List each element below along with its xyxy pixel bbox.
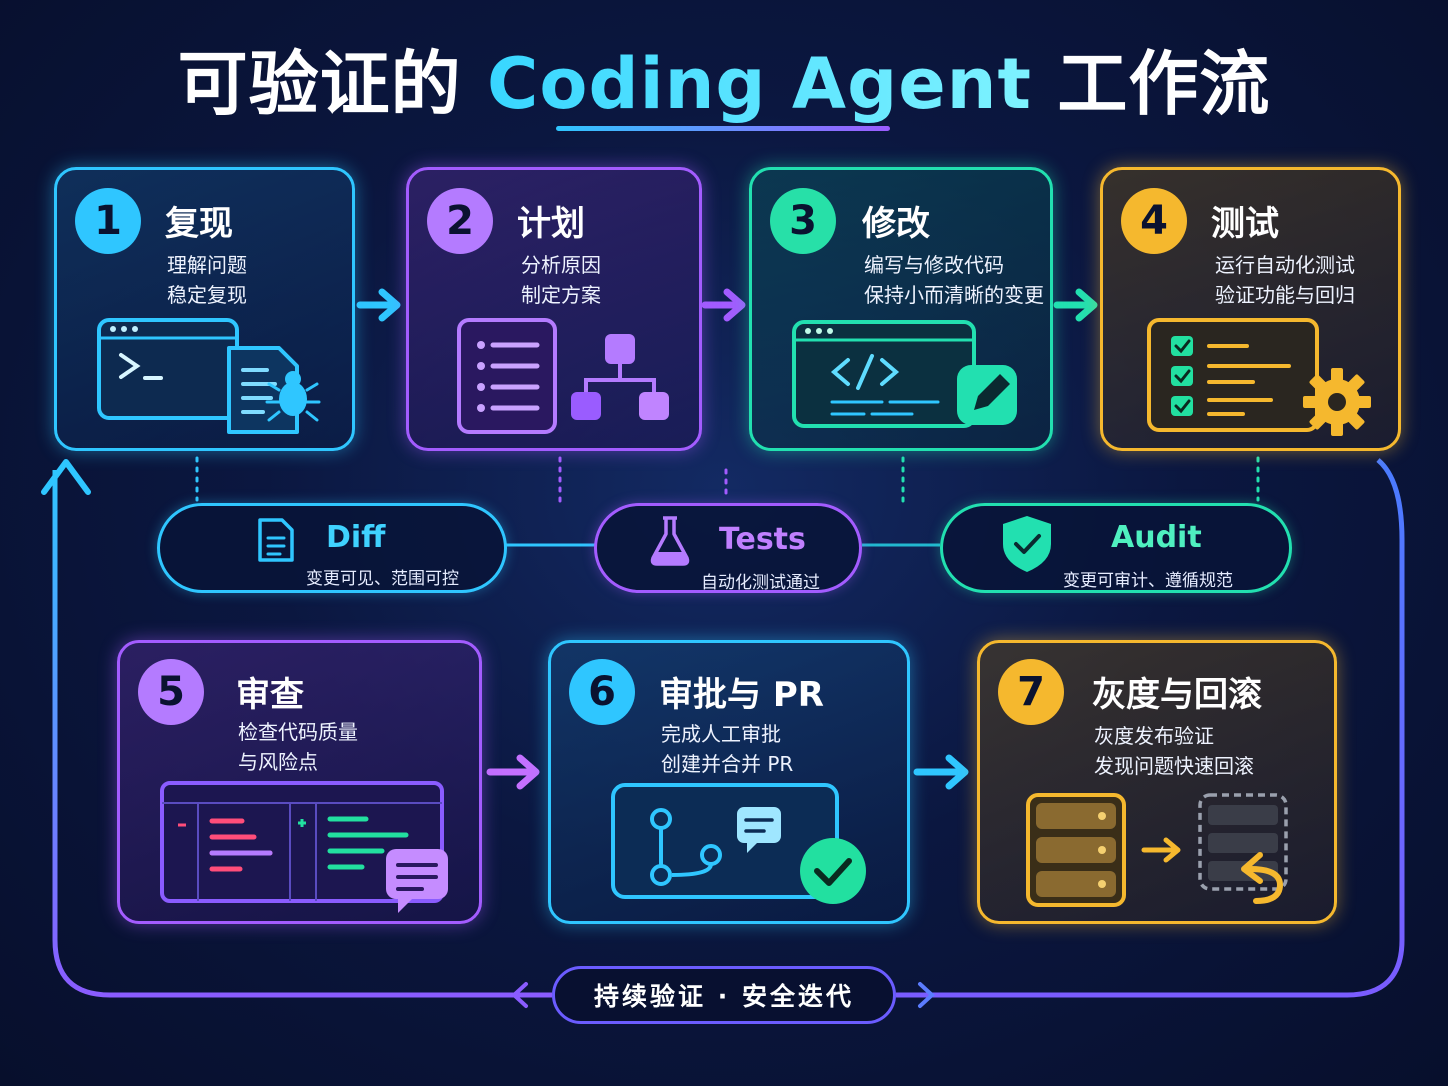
step-description: 编写与修改代码保持小而清晰的变更 — [864, 253, 1044, 307]
step-description: 运行自动化测试验证功能与回归 — [1215, 253, 1355, 307]
step-title: 计划 — [517, 204, 585, 244]
step-1-illustration — [97, 318, 321, 434]
step-description: 理解问题稳定复现 — [167, 253, 247, 307]
document-icon — [258, 518, 294, 562]
step-badge: 5 — [138, 659, 204, 725]
pill-description: 变更可见、范围可控 — [306, 569, 459, 589]
git-branch-icon — [650, 808, 722, 886]
arrow-6-7 — [913, 754, 969, 790]
flask-icon — [650, 516, 690, 566]
pill-title: Audit — [1111, 520, 1202, 555]
pencil-icon — [957, 365, 1017, 425]
title-accent: Coding Agent — [487, 43, 1032, 125]
server-icon — [1026, 793, 1126, 907]
step-card-6: 6 审批与 PR 完成人工审批创建并合并 PR — [548, 640, 910, 924]
step-4-illustration — [1147, 318, 1371, 436]
pill-title: Diff — [326, 520, 386, 555]
footer-badge: 持续验证 · 安全迭代 — [552, 966, 896, 1024]
step-badge: 7 — [998, 659, 1064, 725]
step-badge: 3 — [770, 188, 836, 254]
arrow-1-2 — [356, 288, 401, 322]
step-badge: 6 — [569, 659, 635, 725]
step-description: 分析原因制定方案 — [521, 253, 601, 307]
step-badge: 4 — [1121, 188, 1187, 254]
step-badge: 1 — [75, 188, 141, 254]
arrow-5-6 — [486, 754, 540, 790]
step-description: 检查代码质量与风险点 — [238, 720, 358, 774]
title-suffix: 工作流 — [1031, 43, 1271, 125]
step-card-7: 7 灰度与回滚 灰度发布验证发现问题快速回滚 — [977, 640, 1337, 924]
rollback-icon — [1241, 852, 1283, 904]
pill-diff: Diff 变更可见、范围可控 — [157, 503, 507, 593]
arrow-3-4 — [1053, 288, 1098, 322]
step-7-illustration — [1026, 793, 1288, 907]
pill-description: 自动化测试通过 — [701, 573, 820, 593]
arrow-2-3 — [701, 288, 746, 322]
step-card-4: 4 测试 运行自动化测试验证功能与回归 — [1100, 167, 1401, 451]
step-card-2: 2 计划 分析原因制定方案 — [406, 167, 702, 451]
loop-left — [52, 470, 552, 998]
step-6-illustration — [611, 783, 866, 904]
chat-icon — [737, 807, 781, 853]
arrow-right-icon — [1141, 837, 1181, 863]
step-description: 完成人工审批创建并合并 PR — [661, 722, 794, 776]
title-prefix: 可验证的 — [177, 43, 488, 125]
checklist-icon — [1147, 318, 1319, 432]
step-title: 审批与 PR — [659, 675, 824, 715]
loop-right — [896, 458, 1405, 998]
flowchart-icon — [571, 334, 669, 420]
step-title: 测试 — [1211, 204, 1279, 244]
gear-icon — [1303, 368, 1371, 436]
code-editor-icon — [792, 320, 976, 428]
chat-icon — [386, 849, 448, 913]
page-title: 可验证的 Coding Agent 工作流 — [0, 28, 1448, 129]
step-title: 修改 — [862, 204, 930, 244]
pill-tests: Tests 自动化测试通过 — [594, 503, 862, 593]
checklist-icon — [457, 318, 557, 434]
step-card-5: 5 审查 检查代码质量与风险点 — [117, 640, 482, 924]
loop-arrowhead-up — [41, 459, 91, 495]
diff-icon — [160, 781, 444, 903]
step-card-3: 3 修改 编写与修改代码保持小而清晰的变更 — [749, 167, 1053, 451]
step-5-illustration — [160, 781, 448, 913]
pill-audit: Audit 变更可审计、遵循规范 — [940, 503, 1292, 593]
title-underline — [556, 126, 890, 131]
pill-title: Tests — [719, 522, 806, 557]
step-card-1: 1 复现 理解问题稳定复现 — [54, 167, 355, 451]
step-2-illustration — [457, 318, 669, 434]
check-icon — [800, 838, 866, 904]
server-icon — [1198, 793, 1288, 891]
bug-icon — [265, 371, 321, 422]
pill-description: 变更可审计、遵循规范 — [1063, 571, 1233, 591]
step-description: 灰度发布验证发现问题快速回滚 — [1094, 724, 1254, 778]
step-title: 审查 — [236, 675, 304, 715]
step-title: 灰度与回滚 — [1092, 675, 1262, 715]
step-3-illustration — [792, 320, 1017, 428]
terminal-icon — [97, 318, 239, 420]
step-title: 复现 — [165, 204, 233, 244]
shield-check-icon — [1003, 516, 1051, 572]
step-badge: 2 — [427, 188, 493, 254]
